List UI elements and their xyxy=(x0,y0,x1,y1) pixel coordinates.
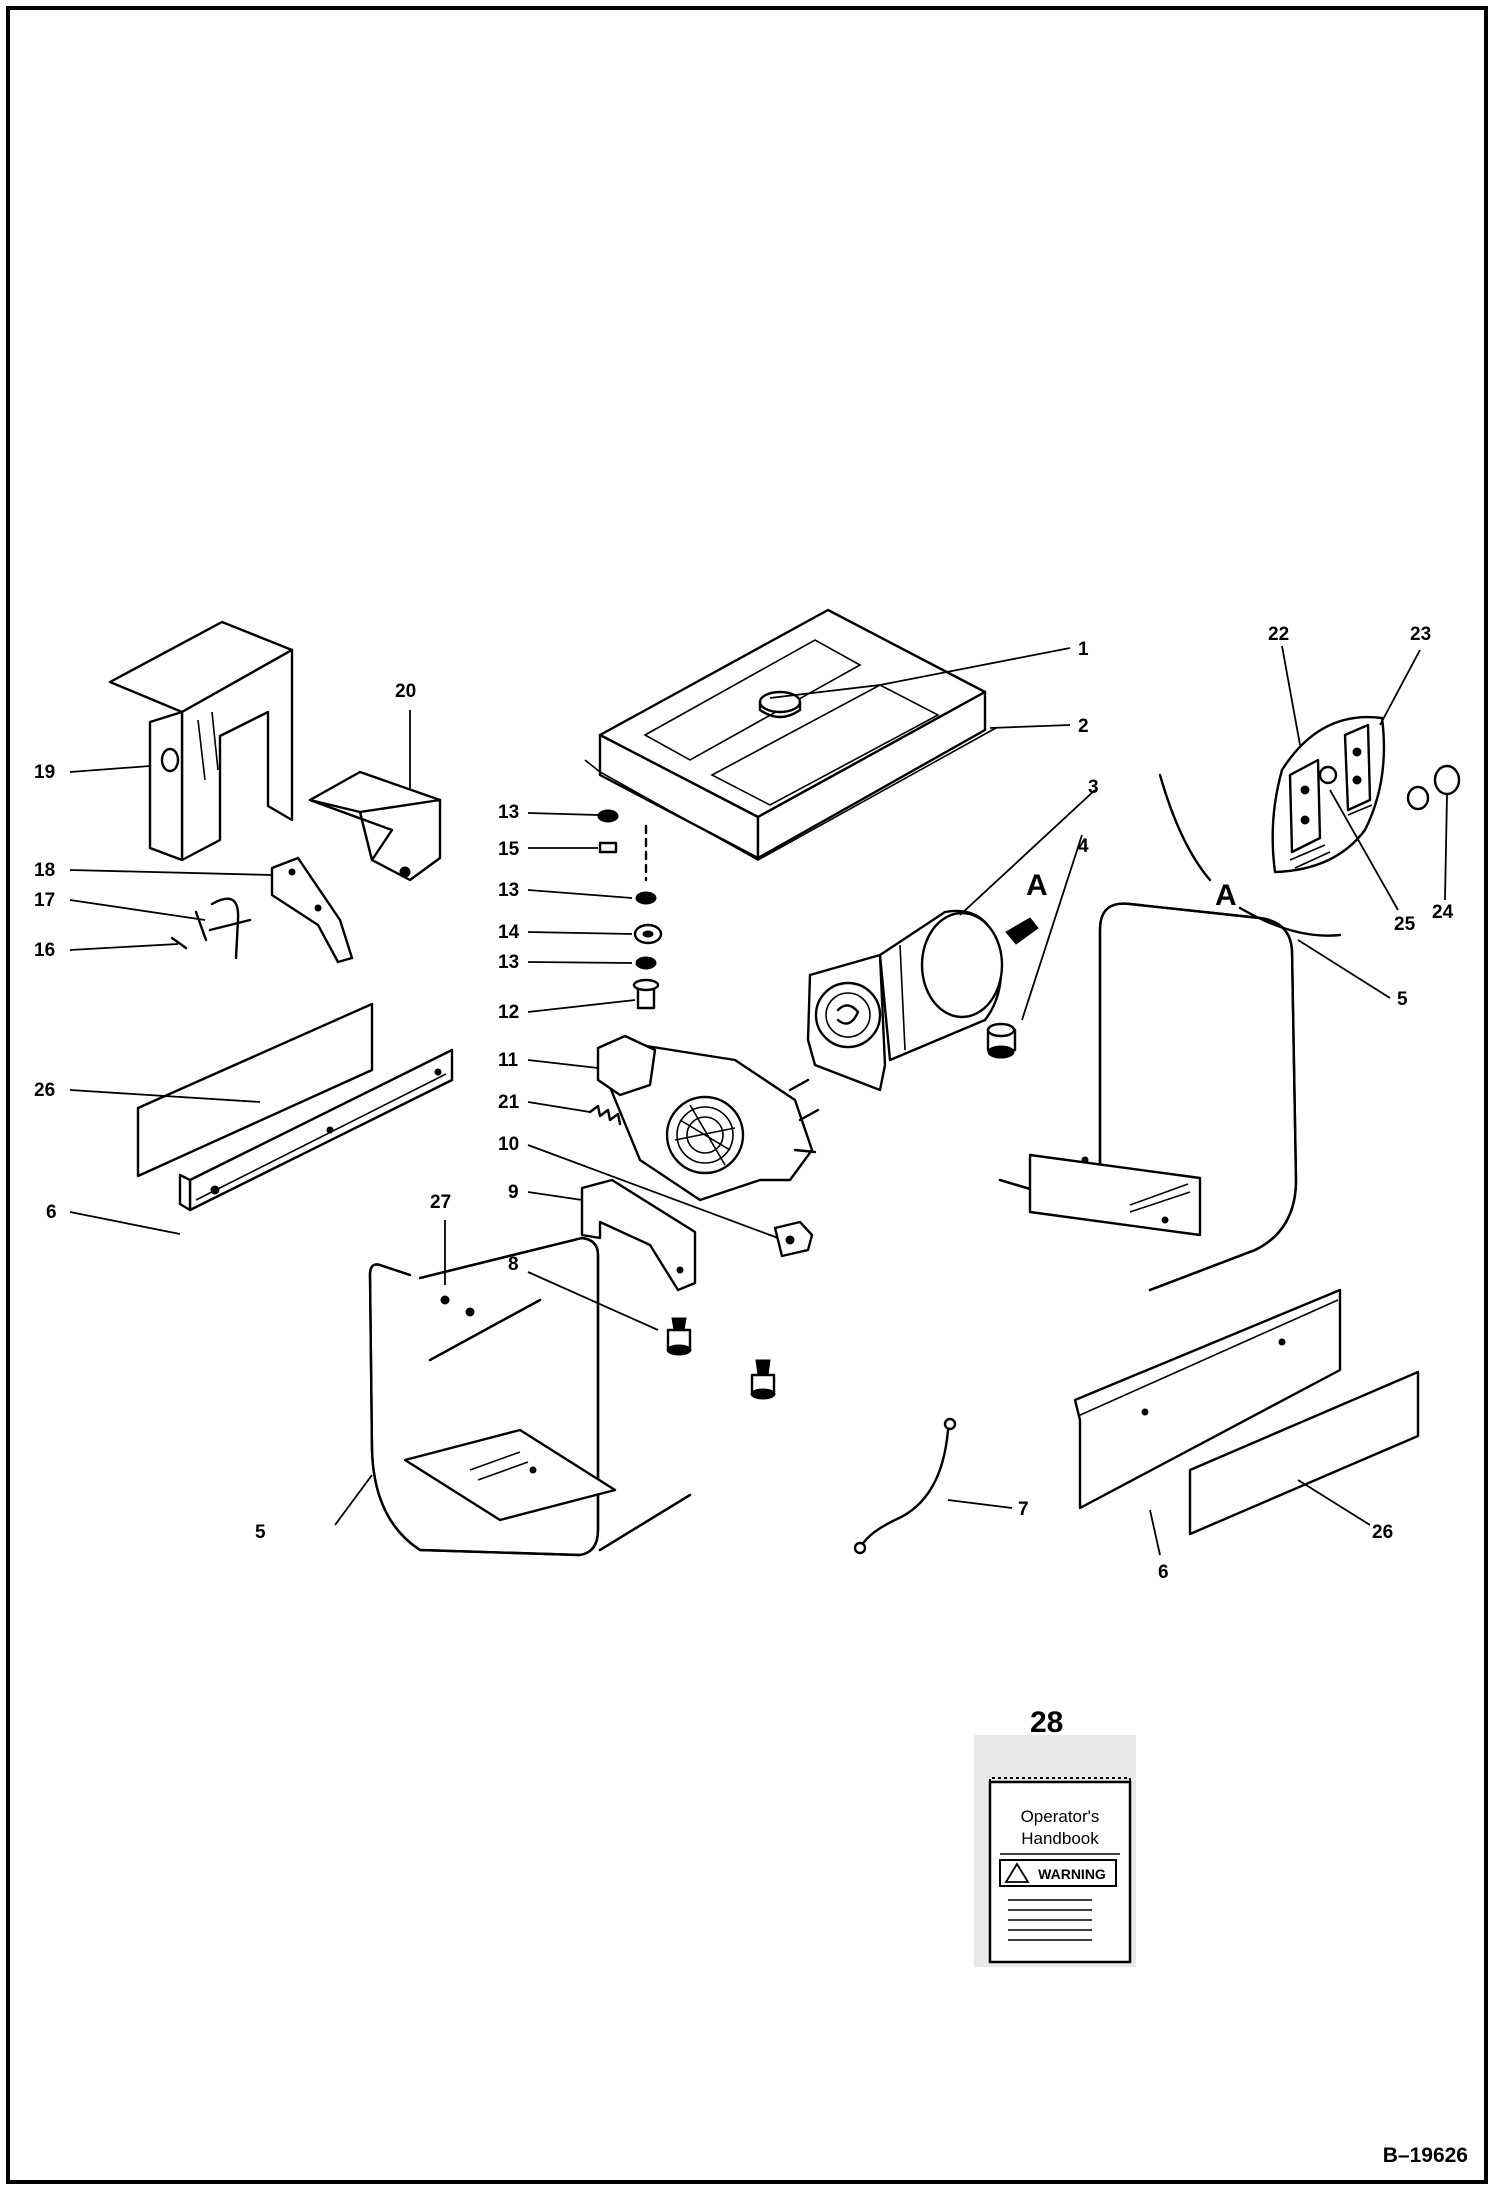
part-side-rail-left xyxy=(178,1048,454,1212)
callout-7: 7 xyxy=(1018,1499,1029,1520)
part-mount-block xyxy=(773,1220,814,1258)
part-engine xyxy=(596,1034,820,1202)
part-decal-right xyxy=(1188,1370,1420,1536)
part-spring xyxy=(588,1104,622,1126)
callout-21: 21 xyxy=(498,1092,520,1113)
leader-lines xyxy=(69,645,1448,1556)
callout-19: 19 xyxy=(34,762,55,783)
callout-3: 3 xyxy=(1088,777,1099,798)
callout-5b: 5 xyxy=(255,1522,266,1543)
figure-id: B–19626 xyxy=(1382,2144,1468,2167)
callout-9: 9 xyxy=(508,1182,519,1203)
part-frame-left xyxy=(368,1236,692,1557)
part-engine-bracket xyxy=(580,1178,697,1292)
callout-1: 1 xyxy=(1078,639,1089,660)
part-fuel-cap xyxy=(758,690,802,719)
part-side-rail-right xyxy=(1073,1288,1342,1510)
part-bracket xyxy=(270,856,354,964)
part-isolator-a xyxy=(666,1317,692,1356)
callout-24: 24 xyxy=(1432,902,1454,923)
part-rubber-mount xyxy=(986,1022,1017,1059)
callout-15: 15 xyxy=(498,839,520,860)
callout-4: 4 xyxy=(1078,836,1089,857)
operators-handbook: 28 Operator's Handbook WARNING xyxy=(974,1706,1136,1967)
part-fuel-tank xyxy=(584,608,997,861)
part-clip-pin xyxy=(170,897,252,960)
diagram-frame xyxy=(6,6,1488,2184)
callout-18: 18 xyxy=(34,860,55,881)
callout-10: 10 xyxy=(498,1134,519,1155)
callout-26b: 26 xyxy=(1372,1522,1393,1543)
callout-5a: 5 xyxy=(1397,989,1408,1010)
handbook-callout: 28 xyxy=(1030,1706,1063,1739)
callout-13a: 13 xyxy=(498,802,519,823)
part-isolator-b xyxy=(750,1359,776,1400)
part-alternator xyxy=(806,909,1004,1092)
detail-marker-label: A xyxy=(1215,879,1237,912)
callout-13c: 13 xyxy=(498,952,519,973)
part-frame-right xyxy=(998,902,1298,1292)
part-decal-left xyxy=(136,1002,374,1178)
callout-6b: 6 xyxy=(1158,1562,1169,1583)
part-receptacle-panel: A xyxy=(1158,715,1386,937)
callout-22: 22 xyxy=(1268,624,1289,645)
callout-23: 23 xyxy=(1410,624,1431,645)
callout-27: 27 xyxy=(430,1192,451,1213)
callout-14: 14 xyxy=(498,922,520,943)
handbook-title-line1: Operator's xyxy=(1021,1807,1100,1826)
callout-26a: 26 xyxy=(34,1080,55,1101)
callout-13b: 13 xyxy=(498,880,519,901)
callout-2: 2 xyxy=(1078,716,1089,737)
callout-labels: 1 2 3 4 5 5 6 6 7 8 9 10 11 12 13 13 13 … xyxy=(34,624,1454,1583)
callout-20: 20 xyxy=(395,681,416,702)
part-fastener-stack xyxy=(597,809,663,1010)
part-engine-shroud xyxy=(108,620,294,862)
handbook-title-line2: Handbook xyxy=(1021,1829,1099,1848)
handbook-warning-label: WARNING xyxy=(1038,1866,1106,1882)
view-arrow: A xyxy=(1005,869,1048,945)
callout-11: 11 xyxy=(498,1050,519,1071)
callout-8: 8 xyxy=(508,1254,519,1275)
callout-12: 12 xyxy=(498,1002,519,1023)
callout-16: 16 xyxy=(34,940,55,961)
callout-17: 17 xyxy=(34,890,55,911)
part-ground-wire xyxy=(853,1417,957,1555)
warning-triangle-icon xyxy=(1004,1862,1030,1883)
callout-25: 25 xyxy=(1394,914,1416,935)
view-marker-label: A xyxy=(1026,869,1048,902)
part-cap-plugs xyxy=(1406,764,1461,811)
callout-6a: 6 xyxy=(46,1202,57,1223)
part-control-box xyxy=(308,770,442,882)
